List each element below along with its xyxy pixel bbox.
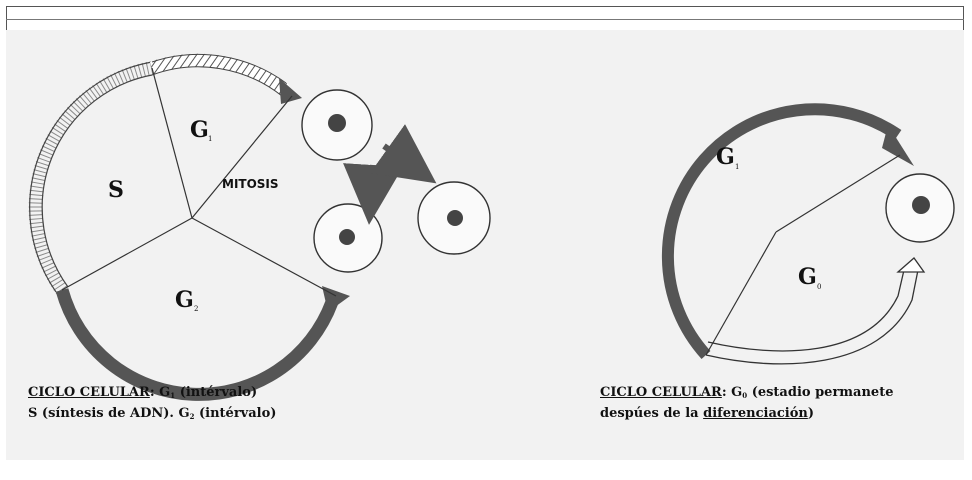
label-g0-right: G [798, 264, 817, 290]
right-caption-line2-text: despúes de la [600, 406, 704, 421]
label-g1-right-sub: 1 [735, 163, 739, 171]
label-g2: G [175, 287, 194, 313]
label-g1-right: G [716, 144, 735, 170]
label-g2-sub: 2 [194, 305, 198, 313]
cell-daughter-1 [313, 203, 383, 273]
label-s: S [108, 177, 124, 203]
g1-outer-arc [661, 103, 902, 360]
division-arrow-2 [370, 124, 437, 184]
cell-parent [301, 89, 373, 161]
g0-return-arc [705, 269, 919, 365]
right-caption: CICLO CELULAR: G0 (estadio permanete des… [600, 384, 893, 423]
g1-phase-arc [149, 53, 289, 96]
label-g1-sub: 1 [208, 135, 212, 143]
left-caption-rest: (intérvalo) [179, 385, 258, 400]
right-caption-line1: CICLO CELULAR: G0 (estadio permanete [600, 384, 893, 405]
cell-daughter-2 [417, 181, 491, 255]
g1-arrowhead [279, 78, 302, 104]
left-caption-line2: S (síntesis de ADN). G2 (intérvalo) [28, 405, 276, 426]
header-rule [6, 19, 964, 20]
left-caption-line1: CICLO CELULAR: G1 (intérvalo) [28, 384, 276, 405]
left-caption-title: CICLO CELULAR [28, 385, 150, 400]
label-g1: G [190, 117, 209, 143]
left-caption-line2-text: S (síntesis de ADN). G [28, 406, 190, 421]
left-cycle: G 1 S MITOSIS G 2 [28, 53, 491, 401]
right-caption-line2-close: ) [807, 406, 814, 421]
g2-phase-arc [55, 288, 339, 401]
right-caption-g: G [731, 385, 743, 400]
label-mitosis: MITOSIS [222, 177, 279, 191]
right-caption-rest: (estadio permanete [751, 385, 894, 400]
label-g0-right-sub: 0 [817, 283, 821, 291]
right-caption-colon: : [721, 385, 727, 400]
g0-arrowhead [896, 257, 926, 273]
right-caption-line2: despúes de la diferenciación) [600, 405, 893, 423]
right-cycle: G 1 G 0 [661, 103, 955, 365]
left-caption-line2-rest: (intérvalo) [199, 406, 277, 421]
g1-arc-arrowhead [882, 125, 914, 166]
left-caption-g-sub: 1 [170, 391, 176, 400]
left-caption-colon: : [149, 385, 155, 400]
left-caption-g: G [159, 385, 171, 400]
right-caption-line2-underlined: diferenciación [703, 406, 808, 421]
cell-differentiated [885, 173, 955, 243]
division-arrow-1 [343, 163, 403, 225]
left-caption-line2-sub: 2 [189, 412, 195, 421]
right-caption-title: CICLO CELULAR [600, 385, 722, 400]
right-caption-g-sub: 0 [742, 391, 748, 400]
left-caption: CICLO CELULAR: G1 (intérvalo) S (síntesi… [28, 384, 276, 426]
